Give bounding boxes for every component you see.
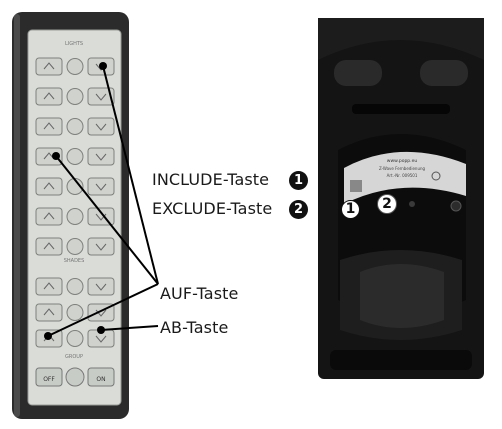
- chevron-up-icon: [43, 122, 55, 130]
- leader-dot-down: [97, 326, 105, 334]
- remote-up-button[interactable]: [35, 87, 63, 106]
- include-badge: 1: [289, 171, 308, 190]
- device-ce-mark: [431, 171, 441, 181]
- remote-down-button[interactable]: [87, 117, 115, 136]
- remote-center-button[interactable]: [66, 304, 84, 321]
- remote-up-button[interactable]: [35, 57, 63, 76]
- remote-down-button[interactable]: [87, 147, 115, 166]
- remote-off-button[interactable]: [35, 367, 63, 387]
- remote-center-button[interactable]: [66, 238, 84, 255]
- photo-marker-2: 2: [377, 194, 397, 214]
- chevron-up-icon: [43, 62, 55, 70]
- remote-up-button[interactable]: [35, 207, 63, 226]
- remote-center-button[interactable]: [66, 88, 84, 105]
- leader-endpoints: [44, 62, 107, 340]
- remote-body-highlight: [14, 14, 20, 417]
- leader-lines: [47, 65, 159, 337]
- leader-dot-up-3: [44, 332, 52, 340]
- remote-center-button[interactable]: [66, 58, 84, 75]
- remote-on-button[interactable]: [87, 367, 115, 387]
- remote-up-button[interactable]: [35, 237, 63, 256]
- remote-down-button[interactable]: [87, 177, 115, 196]
- chevron-down-icon: [95, 283, 107, 291]
- remote-label-bottom: GROUP: [65, 354, 83, 360]
- leader-dot-up-1: [99, 62, 107, 70]
- device-curve: [318, 18, 484, 60]
- remote-down-button[interactable]: [87, 277, 115, 296]
- exclude-label: EXCLUDE-Taste: [152, 199, 273, 218]
- chevron-up-icon: [43, 182, 55, 190]
- chevron-down-icon: [95, 153, 107, 161]
- photo-marker-1: 1: [341, 200, 360, 219]
- device-sticker-qr: [350, 180, 362, 192]
- remote-center-button[interactable]: [66, 208, 84, 225]
- chevron-down-icon: [95, 335, 107, 343]
- leader-up-3: [47, 283, 159, 337]
- remote-up-button[interactable]: [35, 177, 63, 196]
- leader-down: [100, 325, 159, 331]
- remote-center-button[interactable]: [66, 118, 84, 135]
- remote-bottom-row: OFF ON: [35, 367, 115, 387]
- chevron-up-icon: [43, 308, 55, 316]
- device-back-illustration: www.popp.eu Z-Wave Fernbedienung Art.-Nr…: [318, 18, 484, 379]
- remote-center-button[interactable]: [66, 148, 84, 165]
- chevron-up-icon: [43, 212, 55, 220]
- device-slot: [352, 104, 450, 114]
- device-sticker-line1: Z-Wave Fernbedienung: [379, 166, 426, 171]
- chevron-down-icon: [95, 243, 107, 251]
- remote-center-button[interactable]: [66, 330, 84, 347]
- chevron-up-icon: [43, 282, 55, 290]
- down-label: AB-Taste: [160, 318, 229, 337]
- device-sticker: [344, 151, 466, 204]
- chevron-up-icon: [43, 92, 55, 100]
- remote-up-button[interactable]: [35, 117, 63, 136]
- chevron-up-icon: [43, 242, 55, 250]
- leader-up-1: [102, 65, 159, 285]
- device-pinhole-include[interactable]: [409, 201, 415, 207]
- device-grip-inner: [360, 264, 444, 328]
- chevron-down-icon: [95, 123, 107, 131]
- remote-up-button[interactable]: [35, 277, 63, 296]
- remote-up-button[interactable]: [35, 303, 63, 322]
- device-pinhole-exclude[interactable]: [450, 200, 462, 212]
- up-label: AUF-Taste: [160, 284, 239, 303]
- remote-center-button[interactable]: [66, 278, 84, 295]
- remote-down-button[interactable]: [87, 87, 115, 106]
- device-bottom-ledge: [330, 350, 472, 370]
- leader-dot-up-2: [52, 152, 60, 160]
- device-clip-right: [420, 60, 468, 86]
- remote-off-label: OFF: [43, 376, 55, 383]
- remote-label-top: LIGHTS: [65, 41, 83, 47]
- device-clip-left: [334, 60, 382, 86]
- remote-on-label: ON: [96, 376, 105, 383]
- chevron-down-icon: [95, 93, 107, 101]
- leader-up-2: [55, 155, 159, 285]
- exclude-badge: 2: [289, 200, 308, 219]
- device-sticker-line2: Art.-Nr. 009501: [387, 173, 418, 178]
- include-label: INCLUDE-Taste: [152, 170, 270, 189]
- device-sticker-brand: www.popp.eu: [387, 159, 418, 164]
- remote-center-button[interactable]: [65, 367, 85, 387]
- chevron-down-icon: [95, 183, 107, 191]
- remote-label-mid: SHADES: [64, 258, 85, 264]
- remote-down-button[interactable]: [87, 237, 115, 256]
